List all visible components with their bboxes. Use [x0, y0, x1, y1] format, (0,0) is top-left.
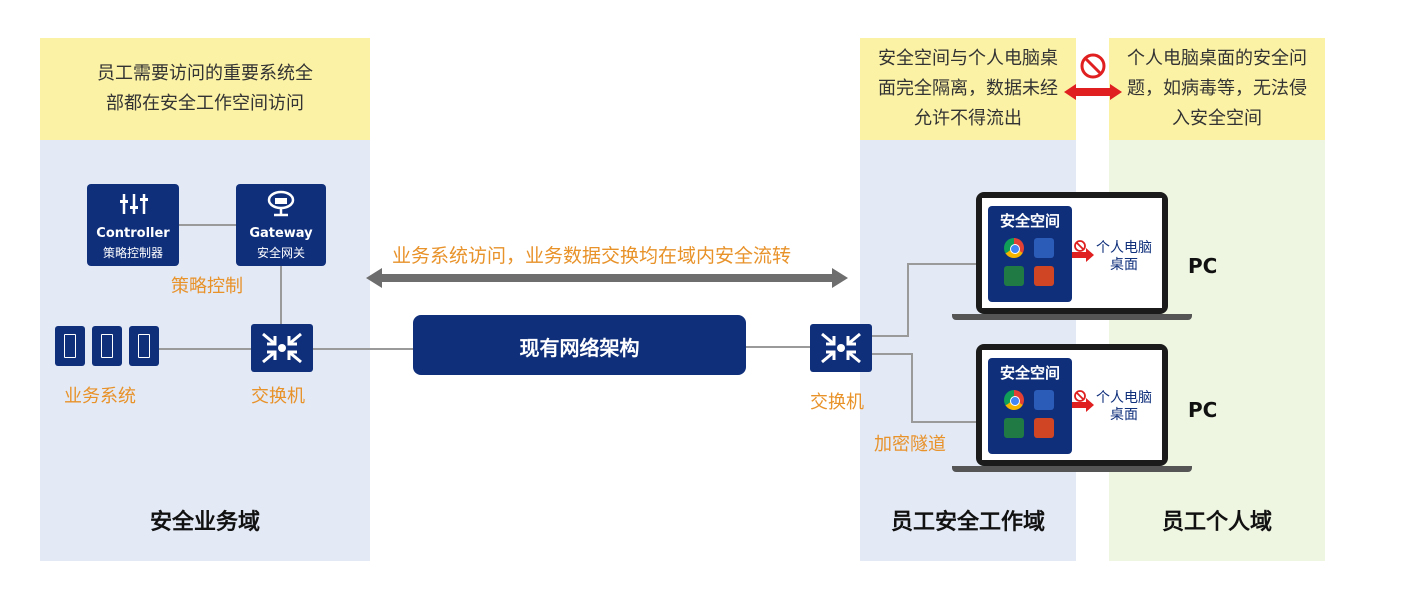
- switch-right-label: 交换机: [810, 392, 864, 413]
- flow-label: 业务系统访问，业务数据交换均在域内安全流转: [392, 245, 792, 267]
- switch-icon: [262, 332, 302, 364]
- word-icon: [1034, 390, 1054, 410]
- chrome-icon: [1004, 390, 1024, 410]
- word-icon: [1034, 238, 1054, 258]
- controller-box: Controller 策略控制器: [87, 184, 179, 266]
- desktop-label-2: 个人电脑桌面: [1096, 390, 1152, 423]
- powerpoint-icon: [1034, 266, 1054, 286]
- tunnel-label: 加密隧道: [874, 434, 946, 455]
- excel-icon: [1004, 266, 1024, 286]
- laptop-1-base: [952, 314, 1192, 320]
- sliders-icon: [120, 194, 148, 214]
- personal-zone-title: 员工个人域: [1161, 510, 1272, 535]
- pc-label-1: PC: [1188, 254, 1218, 278]
- switch-icon: [821, 332, 861, 364]
- flow-double-arrow: [366, 268, 848, 288]
- prohibited-icon: [1074, 240, 1086, 252]
- chrome-icon: [1004, 238, 1024, 258]
- business-systems-label: 业务系统: [64, 386, 136, 407]
- switch-left: [251, 324, 313, 372]
- server-icon: [92, 326, 122, 366]
- business-zone-title: 安全业务域: [149, 510, 260, 535]
- switch-right: [810, 324, 872, 372]
- cloud-gateway-icon: [267, 190, 295, 217]
- workspace-zone-title: 员工安全工作域: [890, 510, 1045, 535]
- powerpoint-icon: [1034, 418, 1054, 438]
- gateway-switch-line: [280, 266, 282, 324]
- prohibited-icon: [1074, 390, 1086, 402]
- right-network-line: [746, 346, 810, 348]
- controller-gateway-line: [179, 224, 236, 226]
- server-icon: [129, 326, 159, 366]
- servers-switch-line: [159, 348, 251, 350]
- personal-note: 个人电脑桌面的安全问题，如病毒等，无法侵入安全空间: [1109, 38, 1325, 140]
- switch-laptop-lines: [872, 263, 980, 423]
- secure-space-title-2: 安全空间: [999, 364, 1060, 382]
- isolation-arrow: [1064, 53, 1122, 100]
- desktop-label-1: 个人电脑桌面: [1096, 240, 1152, 273]
- secure-space-panel-2: 安全空间: [988, 358, 1072, 454]
- business-note: 员工需要访问的重要系统全部都在安全工作空间访问: [40, 38, 370, 140]
- switch-left-label: 交换机: [251, 386, 305, 407]
- gateway-sub: 安全网关: [256, 246, 305, 260]
- laptop-2-base: [952, 466, 1192, 472]
- secure-space-panel-1: 安全空间: [988, 206, 1072, 302]
- server-icon: [55, 326, 85, 366]
- controller-name: Controller: [96, 226, 170, 241]
- network-box: 现有网络架构: [413, 315, 746, 375]
- prohibited-icon: [1080, 53, 1106, 79]
- block-arrow-1: [1072, 240, 1094, 262]
- gateway-box: Gateway 安全网关: [236, 184, 326, 266]
- pc-label-2: PC: [1188, 398, 1218, 422]
- controller-sub: 策略控制器: [102, 246, 163, 260]
- left-network-line: [313, 348, 414, 350]
- gateway-name: Gateway: [249, 226, 313, 241]
- network-label: 现有网络架构: [519, 336, 640, 360]
- workspace-note: 安全空间与个人电脑桌面完全隔离，数据未经允许不得流出: [860, 38, 1076, 140]
- secure-space-title-1: 安全空间: [999, 212, 1060, 230]
- excel-icon: [1004, 418, 1024, 438]
- block-arrow-2: [1072, 390, 1094, 412]
- policy-label: 策略控制: [171, 276, 243, 297]
